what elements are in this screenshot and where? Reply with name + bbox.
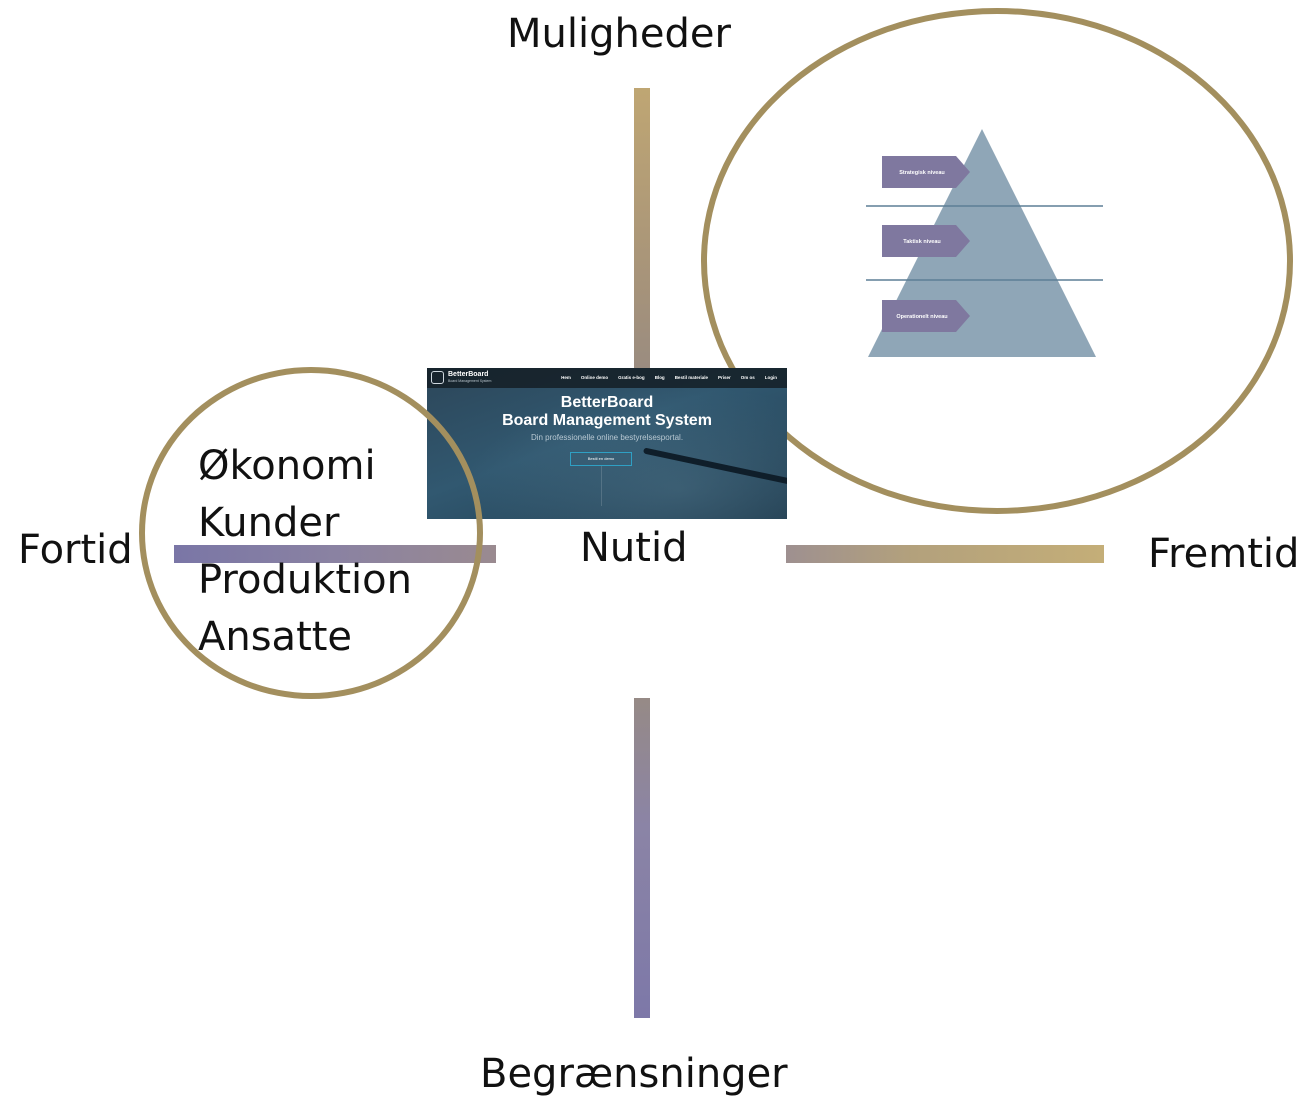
website-cta-button: Bestil en demo [570, 452, 632, 466]
menu-item-blog: Blog [654, 375, 665, 380]
betterboard-website-screenshot: BetterBoard Board Management System Hem … [427, 368, 787, 519]
axis-bar-up [634, 88, 650, 370]
menu-item-priser: Priser [717, 375, 731, 380]
level-tag-strategic: Strategisk niveau [882, 156, 970, 188]
future-circle [701, 8, 1293, 514]
axis-bar-right [786, 545, 1104, 563]
menu-item-login: Login [764, 375, 777, 380]
menu-item-bestil-materiale: Bestil materiale [674, 375, 708, 380]
past-circle [139, 367, 483, 699]
org-level-pyramid: Strategisk niveau Taktisk niveau Operati… [866, 129, 1103, 357]
factor-okonomi: Økonomi [198, 443, 376, 489]
menu-item-om-os: Om os [740, 375, 755, 380]
axis-bar-down [634, 698, 650, 1018]
website-headline-2: Board Management System [502, 412, 712, 429]
website-menu: Hem Online demo Gratis e-bog Blog Bestil… [561, 375, 777, 380]
factor-kunder: Kunder [198, 500, 340, 546]
menu-item-online-demo: Online demo [580, 375, 609, 380]
level-tag-operational-label: Operationelt niveau [896, 314, 947, 320]
label-begraensninger: Begrænsninger [480, 1051, 788, 1097]
website-tagline: Din professionelle online bestyrelsespor… [530, 433, 684, 442]
menu-item-gratis-e-bog: Gratis e-bog [618, 375, 645, 380]
factor-produktion: Produktion [198, 557, 412, 603]
factor-ansatte: Ansatte [198, 614, 353, 660]
label-nutid: Nutid [580, 525, 688, 571]
website-brand: BetterBoard [448, 371, 489, 378]
shield-logo-icon [431, 371, 444, 384]
level-tag-tactical: Taktisk niveau [882, 225, 970, 257]
level-tag-strategic-label: Strategisk niveau [899, 170, 945, 176]
menu-item-hem: Hem [561, 375, 571, 380]
website-headline-1: BetterBoard [560, 394, 654, 411]
label-muligheder: Muligheder [507, 11, 731, 57]
level-tag-tactical-label: Taktisk niveau [903, 239, 941, 245]
level-tag-operational: Operationelt niveau [882, 300, 970, 332]
website-brand-subtitle: Board Management System [448, 379, 492, 383]
label-fremtid: Fremtid [1148, 531, 1300, 577]
past-factors-list: Økonomi Kunder Produktion Ansatte [198, 438, 412, 666]
label-fortid: Fortid [18, 527, 133, 573]
website-nav: BetterBoard Board Management System Hem … [427, 368, 787, 388]
